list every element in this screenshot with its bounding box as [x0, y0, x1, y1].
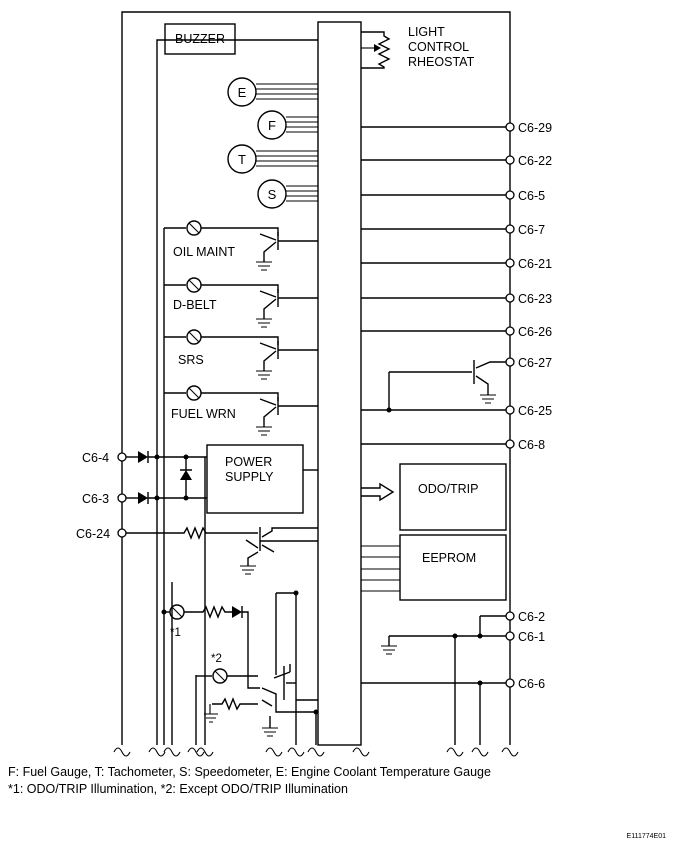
connector-c6-7: C6-7	[518, 223, 545, 237]
left-vertical-wires	[156, 39, 481, 745]
svg-text:ODO/TRIP: ODO/TRIP	[418, 482, 478, 496]
connector-c6-22: C6-22	[518, 154, 552, 168]
eeprom-block: EEPROM	[361, 534, 507, 601]
svg-text:POWER: POWER	[225, 455, 272, 469]
connector-c6-25: C6-25	[518, 404, 552, 418]
figure-code: E111774E01	[626, 833, 666, 840]
connector-c6-26: C6-26	[518, 325, 552, 339]
buzzer-label: BUZZER	[175, 32, 225, 46]
gauge-s: S	[257, 179, 318, 209]
gauge-f: F	[257, 110, 318, 140]
zener-diode	[180, 457, 192, 498]
legend-line-1: F: Fuel Gauge, T: Tachometer, S: Speedom…	[8, 765, 491, 779]
svg-text:D-BELT: D-BELT	[173, 298, 217, 312]
light-control-rheostat: LIGHT CONTROL RHEOSTAT	[361, 25, 475, 69]
connector-c6-3: C6-3	[82, 492, 109, 506]
connector-c6-5: C6-5	[518, 189, 545, 203]
rheostat-label-line2: CONTROL	[408, 40, 469, 54]
right-connector-wires	[361, 126, 510, 684]
svg-text:E: E	[238, 85, 247, 100]
c6-27-transistor	[361, 360, 510, 413]
connector-c6-27: C6-27	[518, 356, 552, 370]
odo-trip-block: ODO/TRIP	[361, 463, 507, 531]
break-marks	[113, 747, 519, 757]
connector-c6-4: C6-4	[82, 451, 109, 465]
svg-text:EEPROM: EEPROM	[422, 551, 476, 565]
rheostat-label-line1: LIGHT	[408, 25, 445, 39]
buzzer-block: BUZZER	[164, 23, 236, 55]
indicator-d-belt: D-BELT	[164, 277, 318, 328]
power-supply-block: POWER SUPPLY	[206, 444, 318, 514]
c6-24-input	[126, 526, 318, 575]
connector-c6-6: C6-6	[518, 677, 545, 691]
svg-text:*1: *1	[170, 627, 181, 639]
svg-text:S: S	[268, 187, 277, 202]
illumination-driver	[204, 590, 319, 745]
svg-text:*2: *2	[211, 653, 222, 665]
gauge-t: T	[227, 144, 318, 174]
indicator-srs: SRS	[164, 329, 318, 380]
connector-c6-24: C6-24	[76, 527, 110, 541]
rheostat-label-line3: RHEOSTAT	[408, 55, 475, 69]
central-bus	[317, 21, 362, 746]
svg-text:F: F	[268, 118, 276, 133]
svg-text:FUEL WRN: FUEL WRN	[171, 407, 236, 421]
connector-c6-21: C6-21	[518, 257, 552, 271]
left-connectors: C6-4 C6-3 C6-24	[76, 451, 127, 541]
illumination-lamp-2: *2	[196, 653, 258, 684]
ground-network	[381, 615, 510, 686]
connector-c6-2: C6-2	[518, 610, 545, 624]
gauge-e: E	[227, 77, 318, 107]
connector-c6-1: C6-1	[518, 630, 545, 644]
c6-3-input	[126, 492, 207, 504]
svg-text:SUPPLY: SUPPLY	[225, 470, 274, 484]
connector-c6-8: C6-8	[518, 438, 545, 452]
connector-c6-29: C6-29	[518, 121, 552, 135]
svg-text:OIL MAINT: OIL MAINT	[173, 245, 235, 259]
indicator-fuel-wrn: FUEL WRN	[164, 385, 318, 436]
svg-text:T: T	[238, 152, 246, 167]
right-connectors: C6-29 C6-22 C6-5 C6-7 C6-21 C6-23 C6-26 …	[505, 121, 552, 691]
c6-4-input	[126, 451, 207, 463]
connector-c6-23: C6-23	[518, 292, 552, 306]
meter-circuit-diagram: BUZZER LIGHT CONTROL RHEOSTAT E F T S	[76, 11, 552, 757]
svg-text:SRS: SRS	[178, 353, 204, 367]
meter-frame	[121, 11, 511, 745]
legend-line-2: *1: ODO/TRIP Illumination, *2: Except OD…	[8, 782, 348, 796]
indicator-oil-maint: OIL MAINT	[164, 220, 318, 271]
illumination-lamp-1: *1	[161, 604, 260, 689]
